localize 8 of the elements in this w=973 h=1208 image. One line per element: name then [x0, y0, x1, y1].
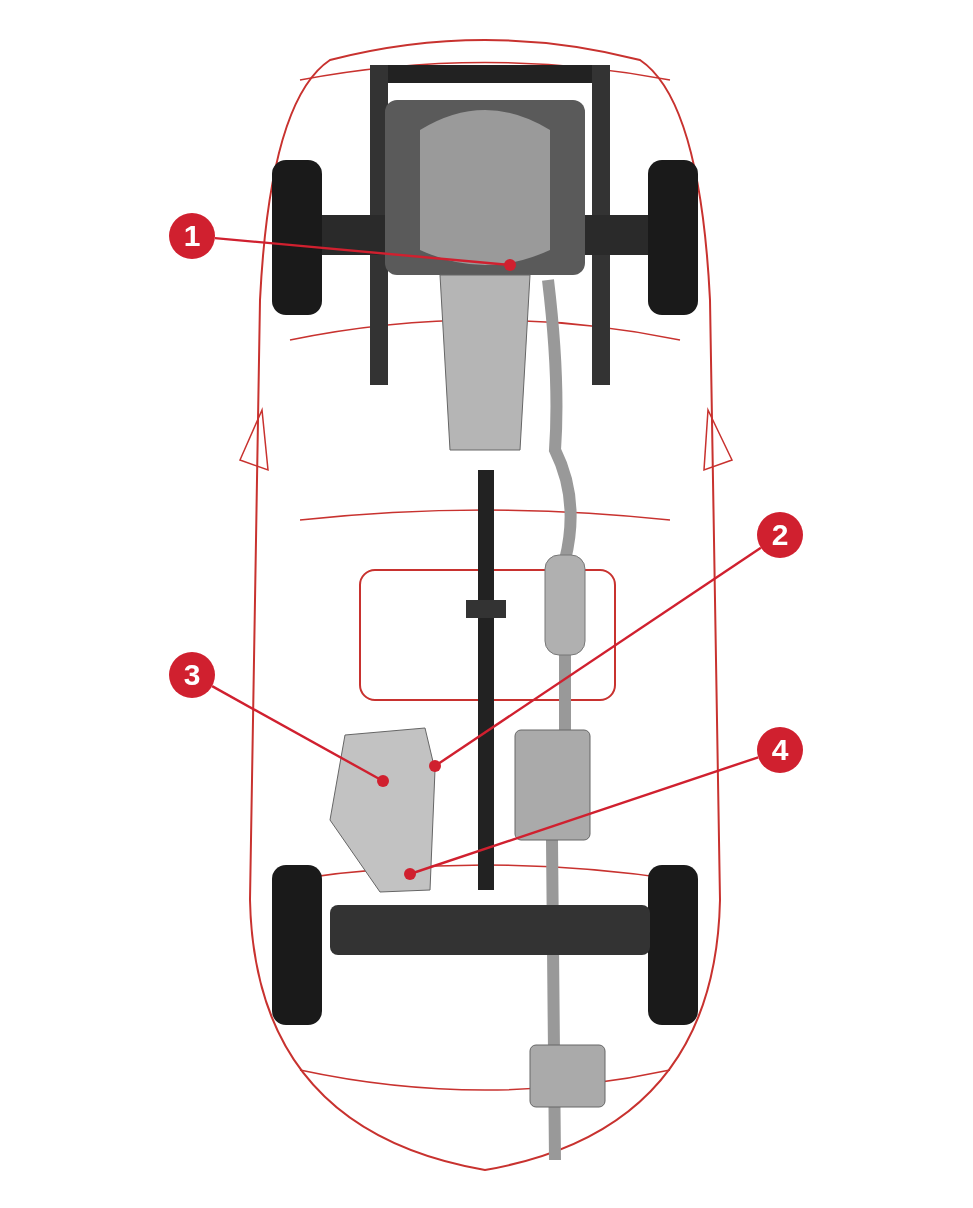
leader-line [214, 236, 516, 271]
leader-line [211, 685, 389, 787]
callout-number: 3 [169, 652, 215, 698]
callout-number: 1 [169, 213, 215, 259]
callout-number: 2 [757, 512, 803, 558]
leader-line [404, 756, 759, 880]
leader-line [429, 546, 762, 772]
callout-number: 4 [757, 727, 803, 773]
